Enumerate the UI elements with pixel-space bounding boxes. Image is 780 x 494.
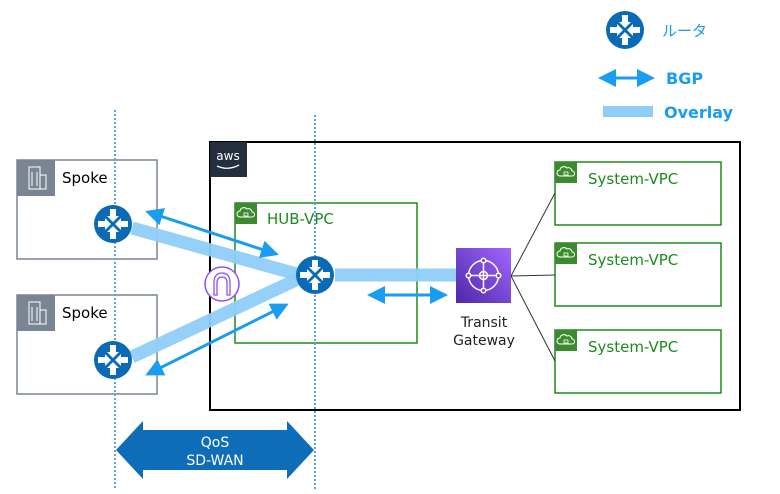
legend: ルータ BGP Overlay — [598, 11, 734, 122]
spoke-label: Spoke — [62, 304, 108, 322]
hub-vpc-label: HUB-VPC — [267, 210, 334, 228]
tgw-attachment-lines — [510, 192, 556, 362]
system-vpc-label: System-VPC — [588, 170, 678, 188]
legend-bgp-label: BGP — [666, 69, 703, 88]
bgp-arrow-spoke2 — [145, 303, 289, 376]
building-icon — [28, 166, 47, 190]
system-vpc-3: System-VPC — [554, 329, 722, 394]
internet-gateway-icon — [204, 266, 240, 302]
legend-overlay-swatch — [603, 106, 653, 117]
aws-smile-icon — [216, 164, 240, 169]
spoke-site-2: Spoke — [16, 294, 158, 395]
system-vpc-label: System-VPC — [588, 251, 678, 269]
sdwan-line2: SD-WAN — [186, 453, 243, 469]
system-vpc-2: System-VPC — [554, 242, 722, 307]
overlay-tunnels — [129, 221, 456, 363]
bgp-arrow-spoke1 — [145, 208, 279, 258]
legend-router-icon — [606, 11, 644, 49]
aws-badge: aws — [210, 142, 247, 177]
legend-router-label: ルータ — [662, 22, 707, 40]
spoke-label: Spoke — [62, 169, 108, 187]
tgw-label-line1: Transit — [460, 315, 508, 331]
legend-overlay-label: Overlay — [664, 103, 734, 122]
transit-gateway: Transit Gateway — [453, 248, 515, 349]
system-vpc-label: System-VPC — [588, 338, 678, 356]
sdwan-line1: QoS — [201, 435, 230, 451]
spoke2-router-icon — [94, 341, 132, 379]
building-icon — [28, 301, 47, 325]
hub-router-icon — [296, 256, 334, 294]
spoke-site-1: Spoke — [16, 159, 158, 260]
spoke1-router-icon — [94, 205, 132, 243]
bgp-sessions — [145, 208, 448, 376]
system-vpc-1: System-VPC — [554, 161, 722, 226]
sdwan-span-arrow: QoS SD-WAN — [116, 421, 314, 479]
tgw-label-line2: Gateway — [453, 333, 515, 349]
aws-badge-text: aws — [216, 149, 239, 163]
